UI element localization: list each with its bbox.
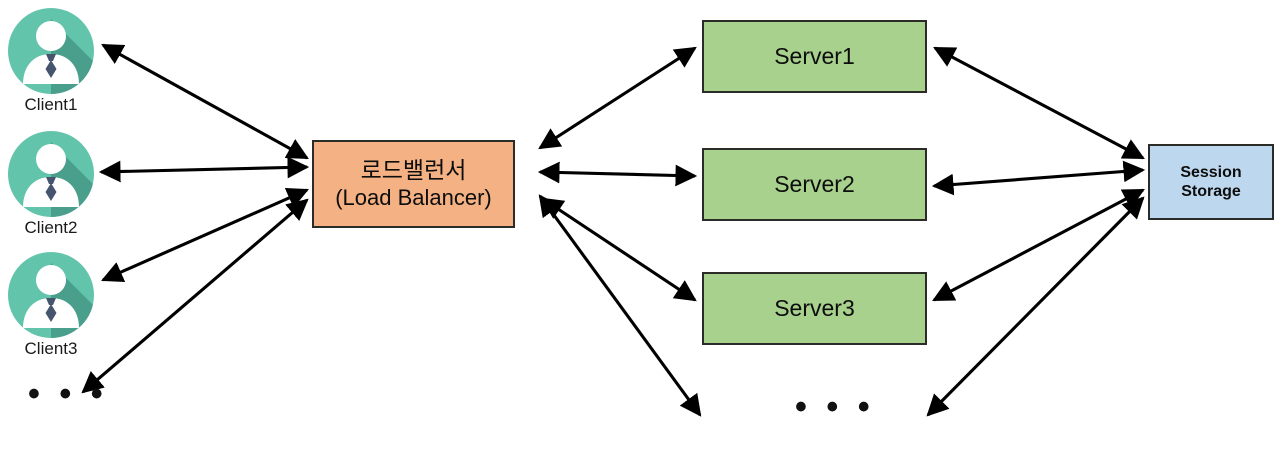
server-label: Server3 [774,294,855,321]
arrow-client3-load-balancer [101,187,309,283]
arrow-servermore-session-storage [926,196,1145,417]
load-balancer-node[interactable]: 로드밸런서 (Load Balancer) [312,140,515,228]
load-balancer-title-english: (Load Balancer) [335,184,492,210]
arrow-load-balancer-servermore [538,194,702,417]
server-node-1[interactable]: Server1 [702,20,927,93]
session-storage-line1: Session [1180,163,1242,181]
server-node-2[interactable]: Server2 [702,148,927,221]
server-ellipsis: • • • [795,388,875,426]
session-storage-node[interactable]: Session Storage [1148,144,1274,220]
server-label: Server1 [774,42,855,69]
arrow-client2-load-balancer [98,156,310,183]
arrow-load-balancer-server3 [541,197,697,302]
user-avatar-icon [8,131,94,217]
arrow-load-balancer-server1 [538,46,697,150]
arrow-clientmore-load-balancer [81,198,309,394]
arrow-server3-session-storage [932,188,1145,302]
client-label: Client1 [24,95,78,114]
load-balancer-title-korean: 로드밸런서 [360,157,467,183]
client-label: Client3 [24,339,78,358]
client-node-2[interactable]: Client2 [8,131,94,238]
arrow-load-balancer-server2 [537,161,698,187]
server-label: Server2 [774,170,855,197]
arrow-server1-session-storage [933,46,1145,160]
user-avatar-icon [8,8,94,94]
client-ellipsis: • • • [28,375,108,413]
arrow-client1-load-balancer [101,43,309,160]
session-storage-line2: Storage [1181,183,1241,200]
client-node-1[interactable]: Client1 [8,8,94,115]
client-label: Client2 [24,218,78,237]
arrow-server2-session-storage [931,160,1146,196]
user-avatar-icon [8,252,94,338]
server-node-3[interactable]: Server3 [702,272,927,345]
client-node-3[interactable]: Client3 [8,252,94,359]
